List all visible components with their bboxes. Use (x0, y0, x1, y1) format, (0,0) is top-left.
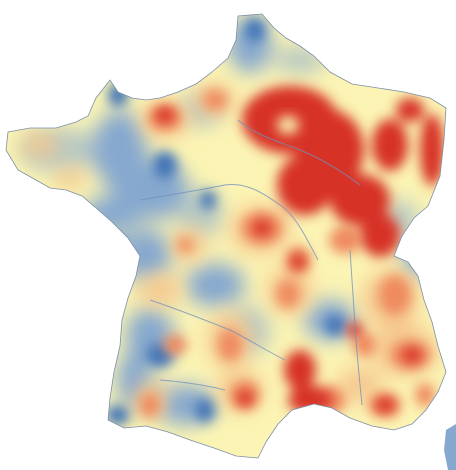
high-zone (163, 335, 187, 355)
peak-zone (290, 254, 306, 270)
high-zone (276, 280, 300, 308)
low-zones (20, 17, 438, 425)
peak-zone (155, 107, 175, 123)
high-mid-zone (138, 274, 182, 306)
high-zone (379, 275, 411, 315)
river (139, 183, 319, 261)
paris-pale-spot (277, 116, 299, 134)
river (237, 119, 361, 186)
low-zone (185, 263, 245, 307)
low-dark-zone (200, 190, 216, 210)
peak-zone (277, 155, 333, 215)
peak-zone (420, 114, 444, 186)
low-zone (402, 242, 438, 278)
river (149, 299, 286, 361)
high-zone (415, 383, 435, 407)
high-zone (177, 237, 193, 253)
high-zone (218, 329, 242, 361)
high-zone (353, 333, 377, 357)
low-zone (117, 229, 173, 281)
heat-layer (20, 17, 444, 425)
low-dark-zone (100, 235, 124, 255)
peak-zone (284, 350, 316, 390)
high-zone (203, 90, 227, 110)
high-mid-zone (54, 168, 86, 188)
low-dark-zone (106, 405, 130, 425)
peak-zone (375, 397, 395, 413)
low-dark-zone (153, 151, 177, 179)
rivers (139, 119, 363, 406)
low-dark-zone (245, 18, 265, 42)
peak-zone (372, 119, 408, 171)
high-mid-zone (22, 133, 58, 157)
peak-zone (402, 347, 422, 363)
low-zone (176, 193, 224, 237)
peak-zone (237, 390, 253, 406)
low-dark-zones (100, 18, 345, 425)
river (159, 379, 226, 391)
high-zone (329, 226, 361, 254)
high-zone (140, 393, 160, 417)
peak-zone (330, 174, 390, 226)
river (349, 249, 363, 406)
corsica (444, 424, 456, 470)
low-dark-zone (325, 315, 345, 335)
low-dark-zone (195, 398, 215, 422)
peak-zone (396, 98, 424, 122)
peak-zone (288, 386, 332, 414)
peak-zone (360, 213, 400, 257)
peak-zone (252, 220, 272, 236)
